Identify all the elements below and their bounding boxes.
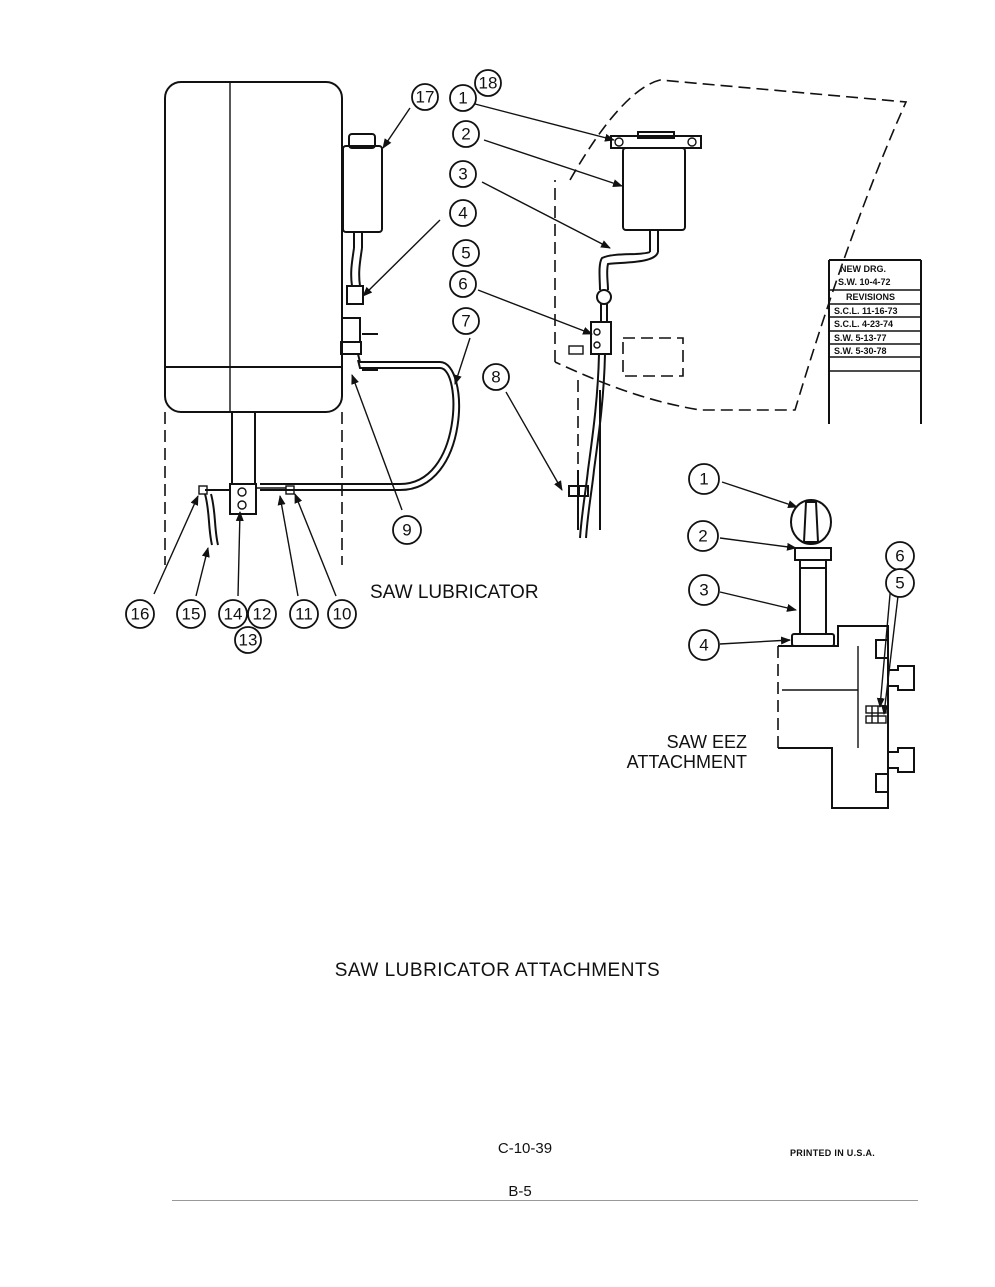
svg-text:14: 14 [224,605,243,624]
revision-entry: S.W. 5-30-78 [834,346,887,356]
page-title: SAW LUBRICATOR ATTACHMENTS [334,960,661,981]
new-drg-label: NEW DRG. [840,264,886,274]
nozzle-assembly-left [198,483,295,546]
svg-text:12: 12 [253,605,272,624]
callout-8: 8 [482,363,510,391]
callout-15: 15 [176,599,206,629]
saw-eez-attachment [777,499,915,809]
svg-text:10: 10 [333,605,352,624]
callout-12: 12 [247,599,277,629]
attachment-label: ATTACHMENT [627,752,747,772]
svg-text:1: 1 [699,470,708,489]
bottom-rule [172,1200,918,1201]
callout-5: 5 [452,239,480,267]
svg-text:15: 15 [182,605,201,624]
callout-18: 18 [474,69,502,97]
callout-14: 14 [218,599,248,629]
leaders-right [719,481,899,715]
svg-text:4: 4 [699,636,708,655]
svg-text:7: 7 [461,312,470,331]
printed-note: PRINTED IN U.S.A. [790,1148,876,1158]
oil-reservoir-left [340,133,383,371]
svg-text:4: 4 [458,204,467,223]
svg-text:9: 9 [402,521,411,540]
callout-eez-3: 3 [688,574,720,606]
leaders-left [153,107,471,597]
callout-3: 3 [449,160,477,188]
revision-entry: S.C.L. 4-23-74 [834,319,893,329]
leaders-center [474,103,623,491]
callout-eez-2: 2 [687,520,719,552]
svg-text:8: 8 [491,368,500,387]
callout-2: 2 [452,120,480,148]
page-number: B-5 [508,1183,532,1200]
callout-11: 11 [289,599,319,629]
callout-9: 9 [392,515,422,545]
callout-1: 1 [449,84,477,112]
callout-eez-6: 6 [885,541,915,571]
svg-text:16: 16 [131,605,150,624]
callout-4: 4 [449,199,477,227]
svg-text:6: 6 [895,547,904,566]
callout-7: 7 [452,307,480,335]
callout-eez-1: 1 [688,463,720,495]
callout-16: 16 [125,599,155,629]
svg-text:3: 3 [699,581,708,600]
svg-text:2: 2 [698,527,707,546]
svg-text:11: 11 [295,605,313,624]
svg-text:2: 2 [461,125,470,144]
callout-17: 17 [411,83,439,111]
flexible-hose-left [260,353,460,491]
drawing-number: C-10-39 [497,1140,553,1157]
svg-text:18: 18 [479,74,498,93]
svg-text:5: 5 [895,574,904,593]
callout-eez-4: 4 [688,629,720,661]
svg-text:5: 5 [461,244,470,263]
revisions-label: REVISIONS [846,292,895,302]
saw-frame-left [164,81,343,565]
revision-block: NEW DRG. S.W. 10-4-72 REVISIONS S.C.L. 1… [828,259,922,424]
revision-entry: S.W. 5-13-77 [834,333,887,343]
callout-6: 6 [449,270,477,298]
saw-lubricator-label: SAW LUBRICATOR [370,582,539,603]
callout-13: 13 [234,626,262,654]
svg-text:6: 6 [458,275,467,294]
revision-entry: S.C.L. 11-16-73 [834,306,898,316]
oil-reservoir-center [568,131,702,539]
callout-eez-5: 5 [885,568,915,598]
svg-text:17: 17 [416,88,435,107]
svg-text:3: 3 [458,165,467,184]
callout-10: 10 [327,599,357,629]
saw-eez-label: SAW EEZ [667,732,747,752]
new-drg-value: S.W. 10-4-72 [838,277,891,287]
svg-text:1: 1 [458,89,467,108]
svg-text:13: 13 [239,631,258,650]
